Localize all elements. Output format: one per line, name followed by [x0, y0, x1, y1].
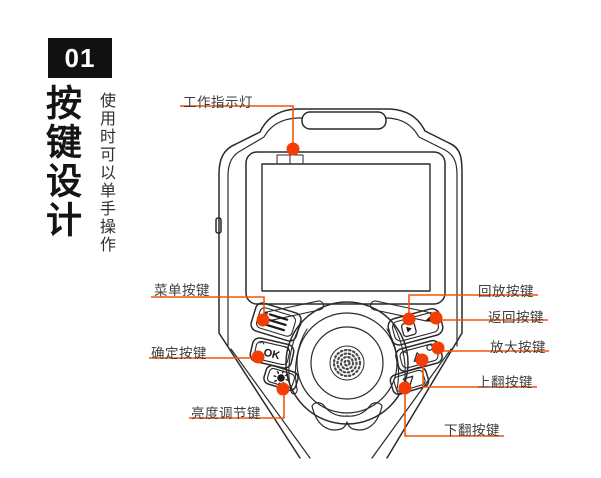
indicator-light — [276, 154, 304, 165]
leader-menu — [151, 296, 265, 318]
label-menu-button: 菜单按键 — [154, 283, 210, 298]
top-handle-slot — [301, 111, 387, 130]
device-body-outline — [218, 108, 463, 459]
label-ok-button: 确定按键 — [151, 346, 207, 361]
leader-page-down — [404, 390, 504, 437]
section-title-vertical: 按键设计 — [41, 84, 82, 240]
speaker-grille-icon — [332, 348, 362, 378]
callout-dot-zoom — [431, 341, 445, 355]
callout-dot-indicator — [286, 142, 300, 156]
label-playback-button: 回放按键 — [478, 284, 534, 299]
callout-dot-menu — [256, 313, 270, 327]
leader-brightness — [189, 391, 285, 419]
label-indicator-light: 工作指示灯 — [183, 95, 253, 110]
label-zoom-button: 放大按键 — [490, 340, 546, 355]
joystick — [285, 301, 409, 425]
handle-inner-edge-left — [230, 348, 311, 459]
label-page-up-button: 上翻按键 — [477, 375, 533, 390]
annotation-lines — [149, 105, 549, 437]
callout-dot-back — [429, 311, 443, 325]
side-button-nub — [215, 217, 222, 234]
label-brightness-key: 亮度调节键 — [191, 406, 261, 421]
callout-dot-playback — [402, 312, 416, 326]
label-back-button: 返回按键 — [488, 310, 544, 325]
label-page-down-button: 下翻按键 — [444, 423, 500, 438]
leader-page-up — [422, 362, 537, 388]
ok-button: OK — [249, 337, 295, 369]
screen — [261, 163, 431, 292]
leader-indicator — [180, 105, 294, 147]
section-subtitle-vertical: 使用时可以单手操作 — [97, 92, 114, 254]
callout-dot-page-up — [415, 353, 429, 367]
left-wing-trim — [288, 323, 308, 395]
section-number-badge: 01 — [48, 38, 112, 78]
ok-button-label: OK — [262, 347, 281, 362]
handle-inner-edge-right — [371, 348, 452, 459]
bottom-trident-trim — [311, 402, 383, 431]
callout-dots — [251, 142, 445, 396]
callout-dot-ok — [251, 350, 265, 364]
callout-dot-brightness — [276, 382, 290, 396]
callout-dot-page-down — [398, 381, 412, 395]
leader-playback — [408, 294, 538, 317]
